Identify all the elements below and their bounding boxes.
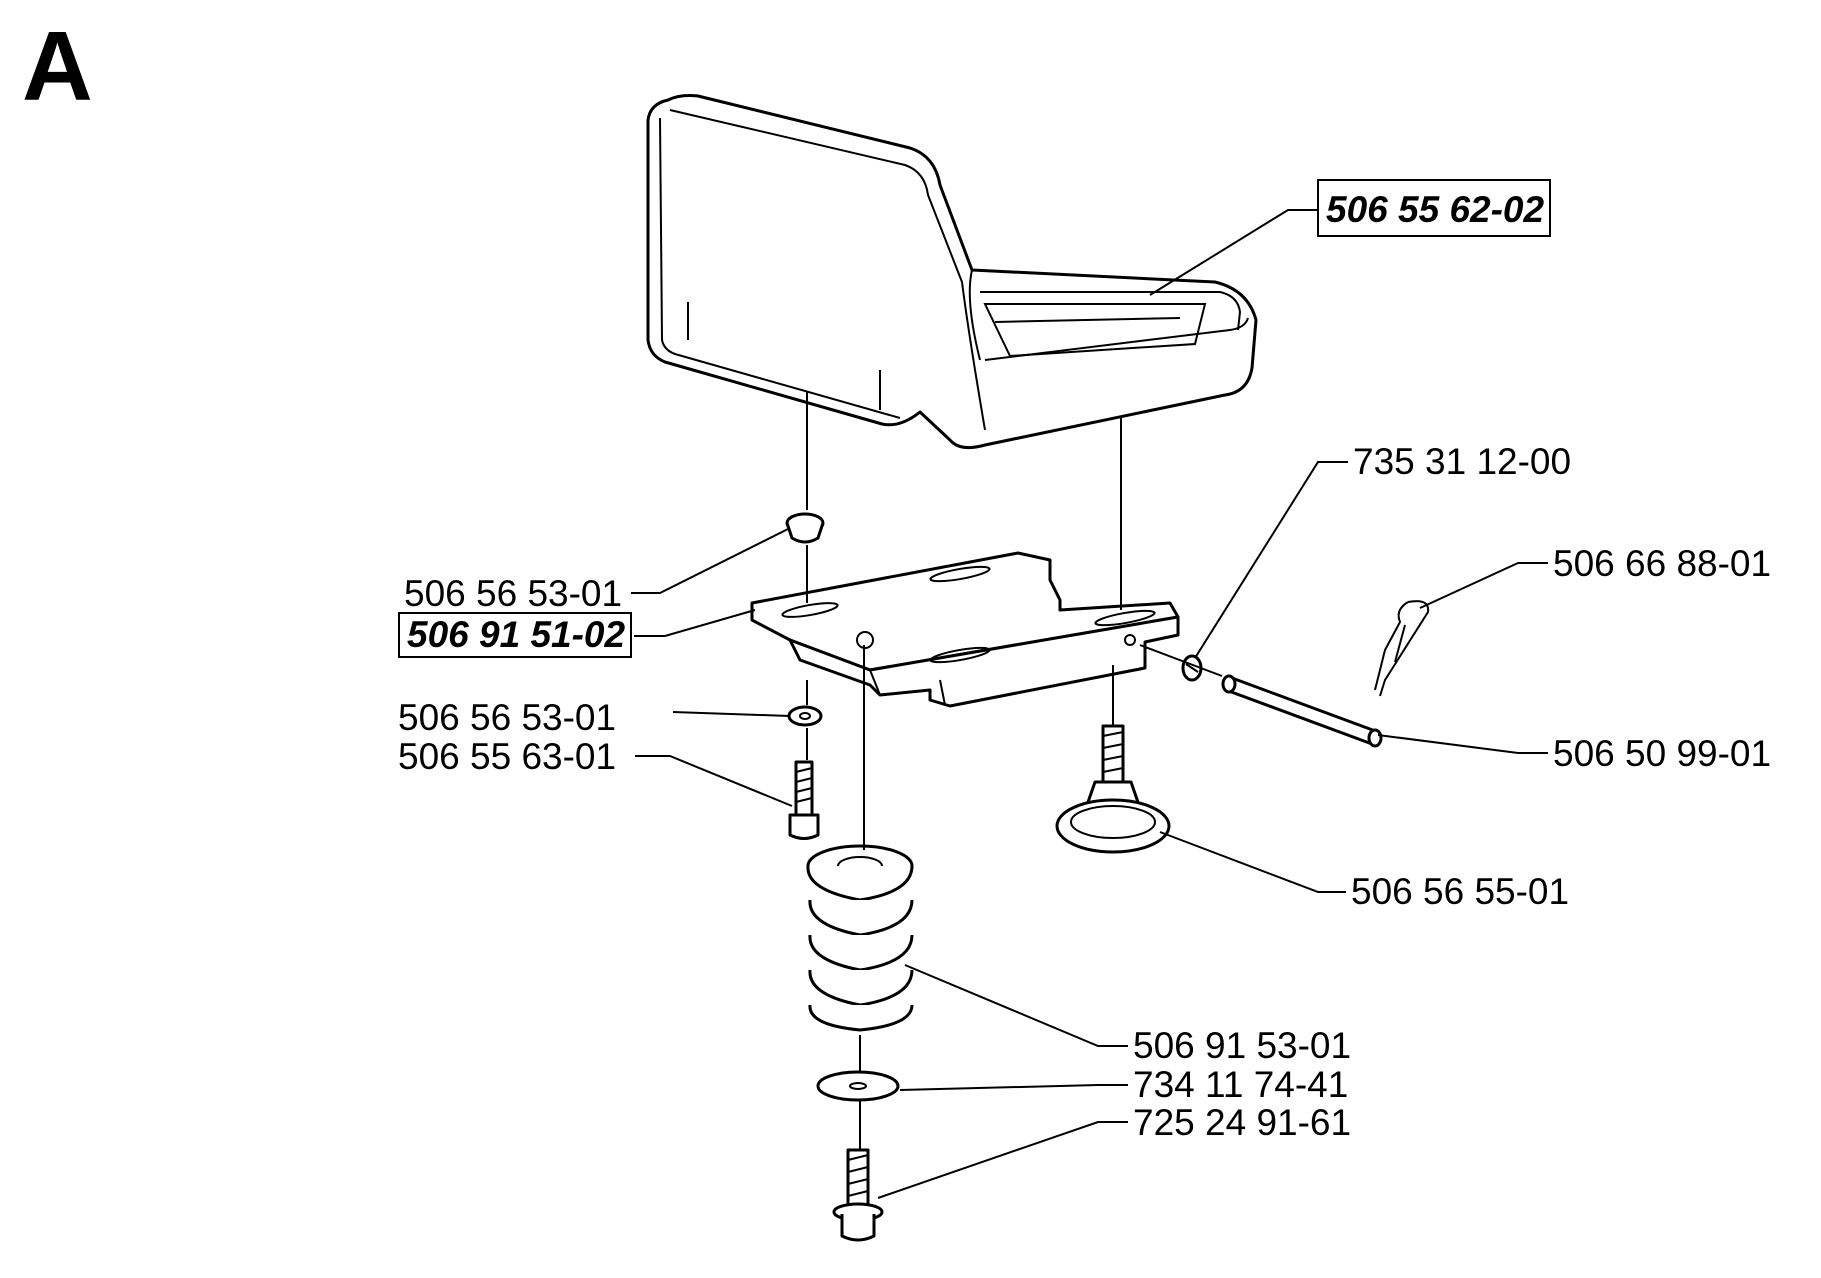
grommet-callout: 506 56 53-01 (404, 573, 622, 614)
small-washer-part (787, 705, 823, 727)
large-washer-part (816, 1070, 900, 1102)
spring-callout: 506 91 53-01 (1133, 1025, 1351, 1066)
spring-part (806, 844, 914, 1032)
seat-part (646, 94, 1258, 450)
flange-bolt-part (832, 1148, 884, 1242)
flange-bolt-callout: 725 24 91-61 (1133, 1102, 1351, 1143)
small-bolt-part (788, 760, 820, 840)
seat-callout: 506 55 62-02 (1326, 189, 1545, 230)
clip-callout: 735 31 12-00 (1353, 441, 1571, 482)
seat-plate-callout: 506 91 51-02 (407, 614, 626, 655)
large-washer-callout: 734 11 74-41 (1133, 1064, 1348, 1105)
leader-lines (631, 209, 1548, 1199)
pin-callout: 506 50 99-01 (1553, 733, 1771, 774)
section-letter: A (22, 11, 93, 121)
small-bolt-callout: 506 55 63-01 (398, 736, 616, 777)
seat-callout-box (1317, 179, 1551, 237)
adjust-knob-part (1055, 724, 1171, 854)
hair-pin-part (1374, 600, 1430, 697)
seat-plate-part (750, 551, 1180, 708)
pin-part (1221, 674, 1383, 748)
hair-pin-callout: 506 66 88-01 (1553, 543, 1771, 584)
assembly-lines (806, 392, 1223, 1150)
small-washer-callout: 506 56 53-01 (398, 697, 616, 738)
seat-plate-callout-box (398, 612, 632, 658)
adjust-knob-callout: 506 56 55-01 (1351, 871, 1569, 912)
grommet-part (785, 512, 825, 544)
